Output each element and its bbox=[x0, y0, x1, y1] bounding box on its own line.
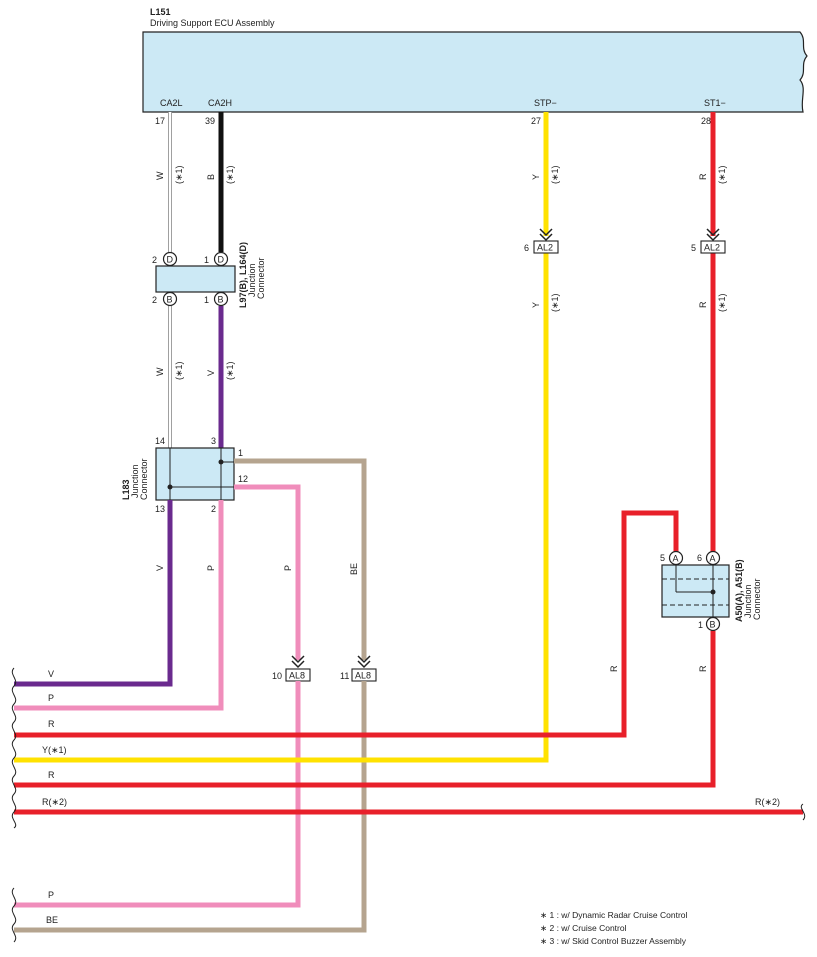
pin-label-st1: ST1− bbox=[704, 98, 726, 108]
wire-note-r2: (∗1) bbox=[717, 293, 727, 312]
wire-label-r2: R bbox=[698, 301, 708, 308]
harness-label-r2: R bbox=[48, 770, 55, 780]
wire-label-p2: P bbox=[283, 565, 293, 571]
l97-letter-d1: D bbox=[167, 255, 174, 265]
wire-p-lower bbox=[14, 500, 224, 711]
l97-code: L97(B), L164(D) bbox=[238, 242, 248, 308]
ecu-name: Driving Support ECU Assembly bbox=[150, 18, 275, 28]
wire-label-v2: V bbox=[155, 565, 165, 571]
a50-line2: Connector bbox=[752, 578, 762, 620]
al2-label-left: AL2 bbox=[537, 243, 553, 253]
l183-pin-2: 2 bbox=[211, 504, 216, 514]
l97-letter-b1: B bbox=[167, 295, 173, 305]
l97-pin-1a: 1 bbox=[204, 255, 209, 265]
wire-r-lower bbox=[14, 631, 716, 788]
l183-pin-1: 1 bbox=[238, 448, 243, 458]
wire-p-bottom bbox=[14, 681, 301, 908]
junction-l97 bbox=[155, 251, 236, 307]
wire-note-b: (∗1) bbox=[225, 165, 235, 184]
ecu-body bbox=[142, 31, 808, 113]
junction-a50 bbox=[661, 550, 730, 632]
l183-code: L183 bbox=[121, 479, 131, 500]
wire-note-y2: (∗1) bbox=[550, 293, 560, 312]
al8-pin-10: 10 bbox=[272, 671, 282, 681]
wire-label-b: B bbox=[206, 174, 216, 180]
harness-label-r-note2-right: R(∗2) bbox=[755, 797, 780, 807]
l183-pin-12: 12 bbox=[238, 474, 248, 484]
wire-label-r1: R bbox=[698, 173, 708, 180]
l183-pin-14: 14 bbox=[155, 436, 165, 446]
pin-num-17: 17 bbox=[155, 116, 165, 126]
note-1: ∗ 1 : w/ Dynamic Radar Cruise Control bbox=[540, 910, 688, 920]
wire-v-lower bbox=[14, 500, 173, 687]
l97-line2: Connector bbox=[256, 257, 266, 299]
a50-pin-5: 5 bbox=[660, 553, 665, 563]
wire-label-r4: R bbox=[698, 665, 708, 672]
l97-pin-2b: 2 bbox=[152, 295, 157, 305]
a50-code: A50(A), A51(B) bbox=[734, 559, 744, 622]
connector-al2-arrows bbox=[533, 228, 726, 254]
wire-label-r3: R bbox=[609, 665, 619, 672]
wire-r-loop bbox=[14, 510, 679, 738]
wire-note-w1: (∗1) bbox=[174, 165, 184, 184]
wire-note-w2: (∗1) bbox=[174, 361, 184, 380]
harness-break-marks bbox=[11, 667, 806, 943]
al2-pin-5: 5 bbox=[691, 243, 696, 253]
wire-label-w2: W bbox=[155, 367, 165, 376]
l97-letter-d2: D bbox=[218, 255, 225, 265]
pin-label-ca2l: CA2L bbox=[160, 98, 183, 108]
harness-label-y: Y(∗1) bbox=[42, 745, 67, 755]
wire-be-bottom bbox=[14, 681, 367, 933]
l183-pin-13: 13 bbox=[155, 504, 165, 514]
pin-num-27: 27 bbox=[531, 116, 541, 126]
al2-label-right: AL2 bbox=[704, 243, 720, 253]
note-3: ∗ 3 : w/ Skid Control Buzzer Assembly bbox=[540, 936, 687, 946]
l183-pin-3: 3 bbox=[211, 436, 216, 446]
wire-note-r1: (∗1) bbox=[717, 165, 727, 184]
wire-label-v1: V bbox=[206, 370, 216, 376]
harness-label-p2: P bbox=[48, 890, 54, 900]
l97-pin-1b: 1 bbox=[204, 295, 209, 305]
wire-note-y1: (∗1) bbox=[550, 165, 560, 184]
l97-line1: Junction bbox=[247, 263, 257, 297]
wire-note-v1: (∗1) bbox=[225, 361, 235, 380]
pin-num-28: 28 bbox=[701, 116, 711, 126]
wire-label-p1: P bbox=[206, 565, 216, 571]
wire-label-w1: W bbox=[155, 171, 165, 180]
harness-label-r-note2: R(∗2) bbox=[42, 797, 67, 807]
wire-label-y1: Y bbox=[531, 174, 541, 180]
a50-letter-a2: A bbox=[710, 554, 716, 564]
a50-pin-1: 1 bbox=[698, 620, 703, 630]
pin-num-39: 39 bbox=[205, 116, 215, 126]
l183-line1: Junction bbox=[130, 464, 140, 498]
a50-pin-6: 6 bbox=[697, 553, 702, 563]
harness-label-v: V bbox=[48, 669, 54, 679]
al8-pin-11: 11 bbox=[340, 671, 349, 681]
a50-line1: Junction bbox=[743, 584, 753, 618]
a50-letter-a1: A bbox=[673, 554, 679, 564]
connector-al8-arrows bbox=[285, 655, 377, 682]
junction-l183 bbox=[155, 447, 235, 501]
l97-pin-2a: 2 bbox=[152, 255, 157, 265]
wire-y-lower bbox=[14, 253, 549, 763]
wire-label-be: BE bbox=[349, 563, 359, 575]
harness-label-p: P bbox=[48, 693, 54, 703]
wire-be-upper bbox=[234, 458, 367, 660]
ecu-code: L151 bbox=[150, 7, 171, 17]
l97-letter-b2: B bbox=[218, 295, 224, 305]
harness-label-r: R bbox=[48, 719, 55, 729]
note-2: ∗ 2 : w/ Cruise Control bbox=[540, 923, 627, 933]
pin-label-stp: STP− bbox=[534, 98, 557, 108]
al8-label-left: AL8 bbox=[289, 671, 305, 681]
harness-label-be: BE bbox=[46, 915, 58, 925]
l183-line2: Connector bbox=[139, 458, 149, 500]
al8-label-right: AL8 bbox=[355, 671, 371, 681]
wire-p-upper bbox=[234, 484, 301, 660]
pin-label-ca2h: CA2H bbox=[208, 98, 232, 108]
wire-label-y2: Y bbox=[531, 302, 541, 308]
al2-pin-6: 6 bbox=[524, 243, 529, 253]
a50-letter-b: B bbox=[710, 620, 716, 630]
